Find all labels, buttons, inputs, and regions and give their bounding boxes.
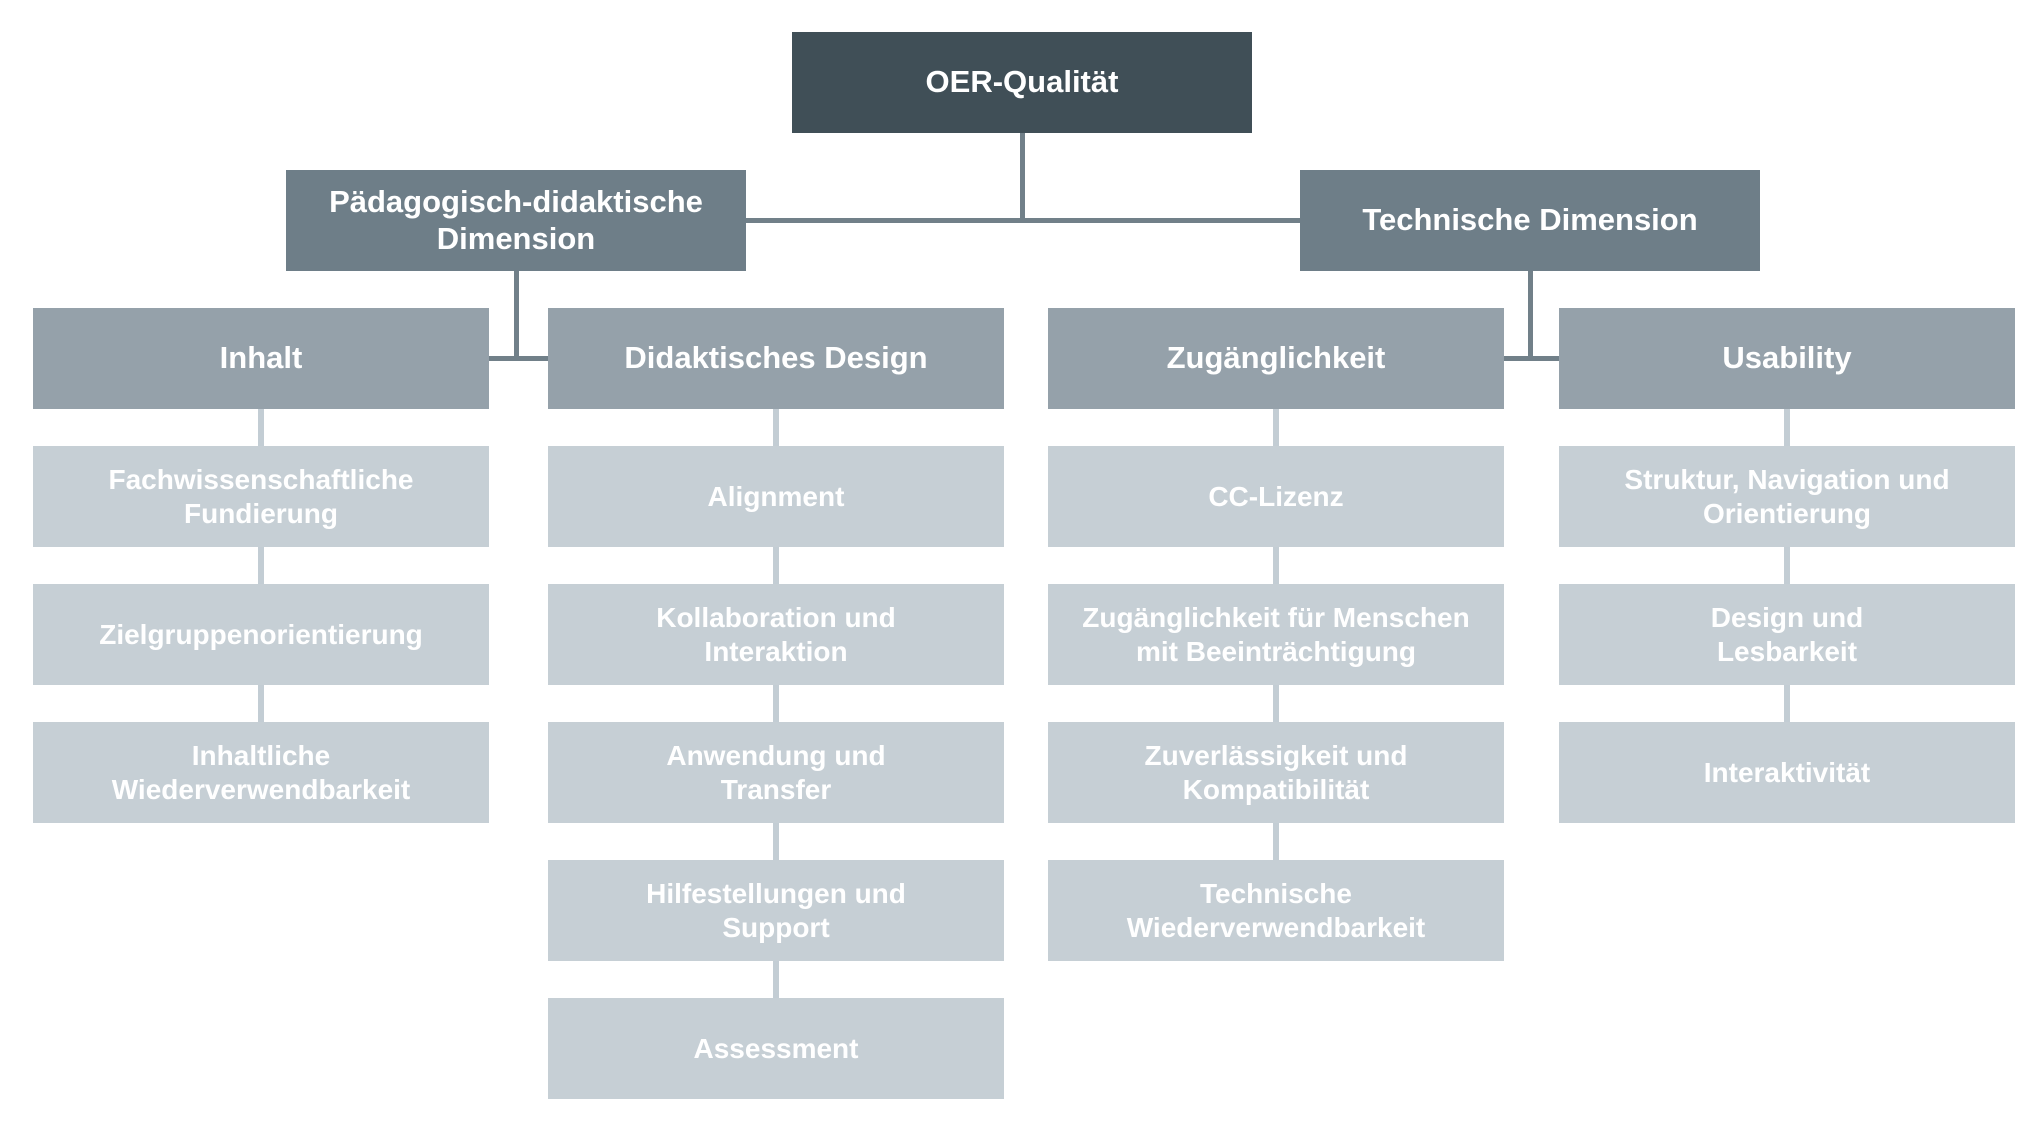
node-label: Zugänglichkeit für Menschen mit Beeinträ… xyxy=(1082,602,1470,667)
node-cc-lizenz: CC-Lizenz xyxy=(1048,446,1504,547)
connector-usability-chain-3 xyxy=(1784,684,1790,723)
node-label: Fachwissenschaftliche Fundierung xyxy=(108,464,414,529)
node-label: Anwendung und Transfer xyxy=(666,740,886,805)
connector-zugaenglichkeit-chain-1 xyxy=(1273,408,1279,447)
node-interaktivitaet: Interaktivität xyxy=(1559,722,2015,823)
connector-didaktik-chain-2 xyxy=(773,546,779,585)
node-alignment: Alignment xyxy=(548,446,1004,547)
connector-zugaenglichkeit-chain-2 xyxy=(1273,546,1279,585)
node-label: Technische Wiederverwendbarkeit xyxy=(1126,878,1426,943)
node-usability: Usability xyxy=(1559,308,2015,409)
node-zuverlaessigkeit-und-kompatibilitaet: Zuverlässigkeit und Kompatibilität xyxy=(1048,722,1504,823)
connector-usability-chain-2 xyxy=(1784,546,1790,585)
connector-usability-chain-1 xyxy=(1784,408,1790,447)
node-oer-qualitaet: OER-Qualität xyxy=(792,32,1252,133)
node-label: Inhaltliche Wiederverwendbarkeit xyxy=(111,740,411,805)
node-label: OER-Qualität xyxy=(925,64,1119,100)
node-label: Alignment xyxy=(707,480,845,512)
connector-paed-span xyxy=(489,356,548,361)
node-zugaenglichkeit: Zugänglichkeit xyxy=(1048,308,1504,409)
node-label: Kollaboration und Interaktion xyxy=(656,602,896,667)
connector-zugaenglichkeit-chain-4 xyxy=(1273,822,1279,861)
node-label: Technische Dimension xyxy=(1362,202,1698,238)
node-label: Zielgruppenorientierung xyxy=(99,618,423,650)
node-label: Zugänglichkeit xyxy=(1166,340,1386,376)
node-label: Usability xyxy=(1722,340,1852,376)
node-label: Interaktivität xyxy=(1703,756,1871,788)
node-anwendung-und-transfer: Anwendung und Transfer xyxy=(548,722,1004,823)
connector-didaktik-chain-5 xyxy=(773,960,779,999)
node-label: Hilfestellungen und Support xyxy=(646,878,906,943)
node-assessment: Assessment xyxy=(548,998,1004,1099)
connector-tech-drop xyxy=(1528,271,1533,361)
node-didaktisches-design: Didaktisches Design xyxy=(548,308,1004,409)
node-label: CC-Lizenz xyxy=(1208,480,1344,512)
connector-didaktik-chain-3 xyxy=(773,684,779,723)
node-label: Inhalt xyxy=(219,340,303,376)
node-struktur-navigation-und-orientierung: Struktur, Navigation und Orientierung xyxy=(1559,446,2015,547)
connector-tech-span xyxy=(1504,356,1559,361)
node-label: Zuverlässigkeit und Kompatibilität xyxy=(1144,740,1408,805)
node-design-und-lesbarkeit: Design und Lesbarkeit xyxy=(1559,584,2015,685)
connector-zugaenglichkeit-chain-3 xyxy=(1273,684,1279,723)
node-inhalt: Inhalt xyxy=(33,308,489,409)
node-fachwissenschaftliche-fundierung: Fachwissenschaftliche Fundierung xyxy=(33,446,489,547)
node-hilfestellungen-und-support: Hilfestellungen und Support xyxy=(548,860,1004,961)
node-technische-wiederverwendbarkeit: Technische Wiederverwendbarkeit xyxy=(1048,860,1504,961)
connector-didaktik-chain-4 xyxy=(773,822,779,861)
node-label: Struktur, Navigation und Orientierung xyxy=(1624,464,1950,529)
node-technische-dimension: Technische Dimension xyxy=(1300,170,1760,271)
connector-inhalt-chain-1 xyxy=(258,408,264,447)
node-label: Design und Lesbarkeit xyxy=(1710,602,1864,667)
node-inhaltliche-wiederverwendbarkeit: Inhaltliche Wiederverwendbarkeit xyxy=(33,722,489,823)
connector-didaktik-chain-1 xyxy=(773,408,779,447)
node-zielgruppenorientierung: Zielgruppenorientierung xyxy=(33,584,489,685)
node-zugaenglichkeit-fuer-menschen-mit-beeintraechtigung: Zugänglichkeit für Menschen mit Beeinträ… xyxy=(1048,584,1504,685)
connector-paed-drop xyxy=(514,271,519,361)
node-kollaboration-und-interaktion: Kollaboration und Interaktion xyxy=(548,584,1004,685)
connector-root-drop xyxy=(1020,133,1025,223)
connector-root-span xyxy=(746,218,1300,223)
connector-inhalt-chain-2 xyxy=(258,546,264,585)
node-label: Didaktisches Design xyxy=(624,340,928,376)
node-label: Pädagogisch-didaktische Dimension xyxy=(329,183,703,256)
node-paedagogisch-didaktische-dimension: Pädagogisch-didaktische Dimension xyxy=(286,170,746,271)
connector-inhalt-chain-3 xyxy=(258,684,264,723)
node-label: Assessment xyxy=(693,1032,859,1064)
